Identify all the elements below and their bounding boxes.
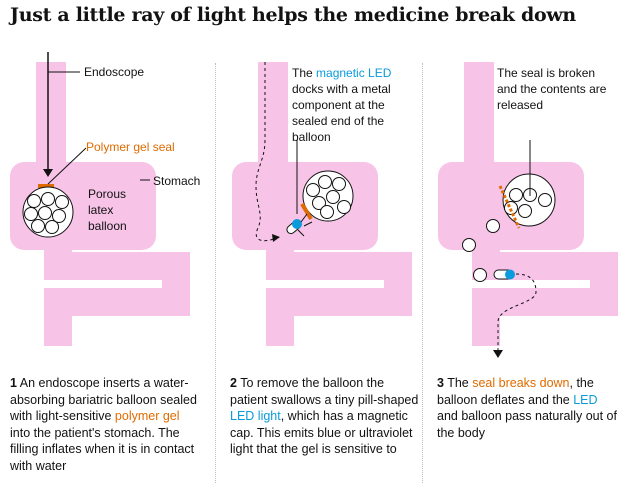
- balloon-bead: [52, 209, 66, 223]
- balloon-bead: [509, 188, 523, 202]
- page-title: Just a little ray of light helps the med…: [10, 4, 576, 26]
- balloon-bead: [332, 177, 346, 191]
- led-pill: [286, 219, 302, 235]
- led-description-highlight: magnetic LED: [316, 66, 392, 80]
- led-path: [255, 62, 277, 242]
- caption-highlight: seal breaks down: [472, 376, 570, 390]
- panel-divider: [215, 63, 217, 483]
- balloon-bead: [38, 206, 52, 220]
- caption-text: into the patient's stomach. The filling …: [10, 425, 195, 473]
- balloon-bead: [31, 219, 45, 233]
- broken-seal: [498, 185, 521, 229]
- caption-highlight: LED: [573, 392, 598, 407]
- caption-highlight: LED light: [230, 409, 281, 423]
- caption-text: , the balloon deflates and the: [437, 376, 594, 407]
- balloon-bead: [538, 193, 552, 207]
- balloon-bead: [55, 195, 69, 209]
- balloon-bead: [326, 190, 340, 204]
- balloon-bead: [312, 196, 326, 210]
- balloon-bead: [518, 204, 532, 218]
- led-description: The magnetic LED docks with a metal comp…: [292, 65, 404, 145]
- caption-highlight: polymer gel: [114, 409, 180, 423]
- caption-text: and balloon pass naturally out of the bo…: [437, 409, 617, 440]
- balloon-bead: [504, 201, 518, 215]
- caption-text: , which has a magnetic cap. This emits b…: [230, 409, 413, 456]
- seal-leader: [47, 147, 87, 185]
- balloon-bead: [306, 183, 320, 197]
- led-pill: [493, 269, 515, 280]
- endoscope-label: Endoscope: [84, 65, 145, 79]
- led-cap: [292, 219, 302, 229]
- seal-broken-label: The seal is broken and the contents are …: [497, 66, 607, 112]
- exit-path: [497, 273, 537, 350]
- balloon-bead: [320, 205, 334, 219]
- balloon-label: Porous latex balloon: [88, 187, 127, 233]
- panel3-diagram: [438, 62, 618, 358]
- balloon: [22, 186, 74, 238]
- led-description-post: docks with a metal component at the seal…: [292, 82, 391, 144]
- caption-number: 2: [230, 376, 237, 390]
- gel-seal: [38, 184, 54, 188]
- light-rays: [297, 213, 313, 237]
- led-description-pre: The: [292, 66, 313, 80]
- led-path-arrow: [272, 234, 280, 242]
- caption-number: 3: [437, 376, 444, 390]
- panel2-diagram: [232, 62, 412, 346]
- balloon-bead: [486, 219, 500, 233]
- balloon-bead: [41, 192, 55, 206]
- caption-2: 2 To remove the balloon the patient swal…: [230, 375, 420, 458]
- balloon-bead: [27, 194, 41, 208]
- caption-1: 1 An endoscope inserts a water-absorbing…: [10, 375, 200, 474]
- endoscope-arrow: [43, 169, 53, 177]
- stomach-label: Stomach: [153, 174, 201, 188]
- caption-text: An endoscope inserts a water-absorbing b…: [10, 376, 197, 423]
- balloon: [302, 170, 354, 222]
- panel-divider: [422, 63, 424, 483]
- caption-text: To remove the balloon the patient swallo…: [230, 376, 419, 407]
- balloon-bead: [45, 220, 59, 234]
- balloon-bead: [473, 268, 487, 282]
- balloon-bead: [337, 200, 351, 214]
- led-cap: [505, 269, 515, 280]
- gel-seal: [300, 202, 313, 221]
- balloon-bead: [24, 207, 38, 221]
- panel1-diagram: [10, 52, 190, 346]
- released-contents: [462, 219, 500, 282]
- seal-label: Polymer gel seal: [86, 140, 175, 154]
- balloon-bead: [462, 238, 476, 252]
- caption-3: 3 The seal breaks down, the balloon defl…: [437, 375, 617, 441]
- caption-number: 1: [10, 376, 17, 390]
- balloon: [502, 173, 556, 227]
- balloon-bead: [318, 175, 332, 189]
- caption-text: The: [447, 376, 469, 390]
- exit-arrow: [493, 350, 503, 358]
